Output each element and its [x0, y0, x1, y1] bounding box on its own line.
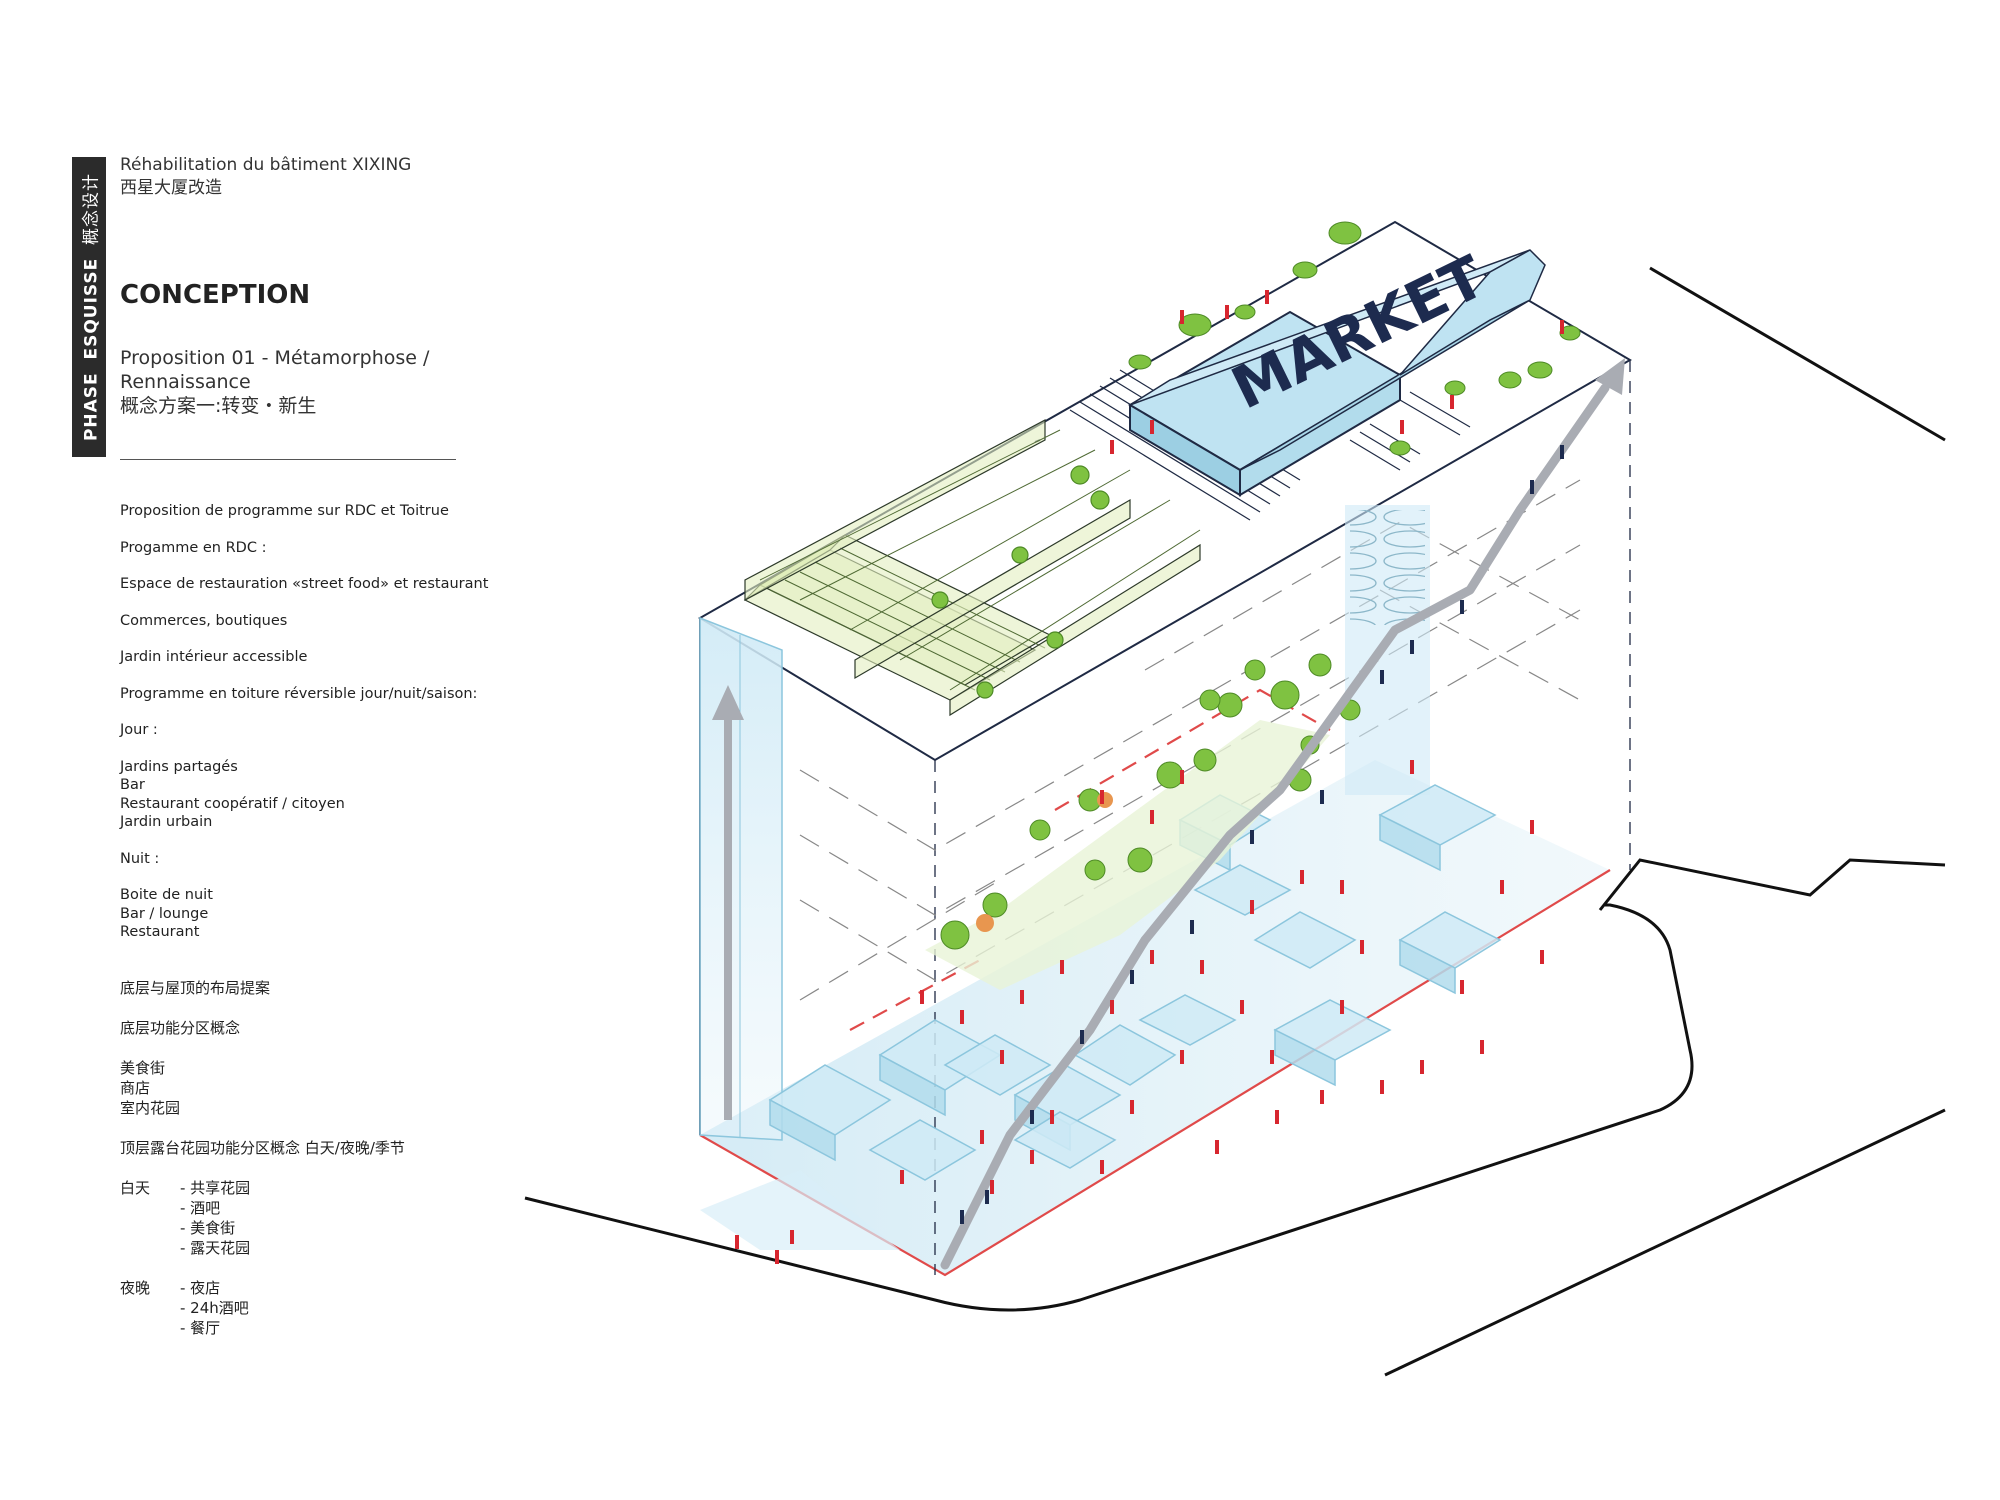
roof-greenhouses — [743, 419, 1201, 717]
nuit-item: Bar / lounge — [120, 905, 209, 922]
jour-item: Jardin urbain — [120, 814, 213, 830]
zh-night-item: - 餐厅 — [180, 1319, 221, 1337]
zh-rdc-item: 美食街 — [120, 1059, 166, 1077]
zh-day-item: - 共享花园 — [180, 1179, 251, 1197]
proposition-line2: Rennaissance — [120, 371, 251, 393]
people-red — [735, 290, 1564, 1264]
side-tab-phase: PHASE — [81, 372, 102, 442]
nuit-item: Boite de nuit — [120, 887, 213, 903]
zh-day-label: 白天 — [120, 1179, 151, 1197]
project-title-fr: Réhabilitation du bâtiment XIXING — [120, 155, 412, 175]
zh-day-item: - 酒吧 — [180, 1199, 221, 1217]
proposition-line1: Proposition 01 - Métamorphose / — [120, 347, 430, 369]
ground-floor-plate — [699, 688, 1611, 1277]
circulation-arrow — [940, 358, 1625, 1270]
zh-day-item: - 美食街 — [180, 1219, 236, 1237]
project-title-zh: 西星大厦改造 — [120, 178, 222, 198]
program-item: Progamme en RDC : — [120, 539, 267, 556]
zh-zoning-concept: 底层功能分区概念 — [120, 1019, 241, 1037]
spiral-stair-shaft — [1345, 505, 1430, 795]
program-item: Espace de restauration «street food» et … — [120, 576, 489, 592]
side-tab-label: PHASE ESQUISSE 概念设计 — [77, 173, 102, 441]
proposition-block: Proposition 01 - Métamorphose / Rennaiss… — [120, 346, 480, 418]
zh-night-list: 夜晚 - 夜店 - 24h酒吧 - 餐厅 — [120, 1278, 500, 1338]
zh-rdc-list: 美食街 商店 室内花园 — [120, 1058, 500, 1118]
side-tab-esquisse: ESQUISSE — [81, 257, 102, 360]
zh-night-label: 夜晚 — [120, 1279, 151, 1297]
zh-day-item: - 露天花园 — [180, 1239, 251, 1257]
jour-item: Jardins partagés — [120, 758, 238, 775]
site-street-lines — [524, 266, 1946, 1377]
roof-trees — [1128, 221, 1581, 456]
program-item: Programme en toiture réversible jour/nui… — [120, 685, 478, 702]
nuit-item: Restaurant — [120, 924, 200, 940]
zh-rdc-item: 室内花园 — [120, 1099, 181, 1117]
program-list: Proposition de programme sur RDC et Toit… — [120, 502, 500, 942]
zh-night-item: - 24h酒吧 — [180, 1299, 249, 1317]
program-item: Jardin intérieur accessible — [120, 649, 308, 665]
program-item: Proposition de programme sur RDC et Toit… — [120, 503, 449, 519]
people-navy — [960, 445, 1564, 1224]
zh-day-list: 白天 - 共享花园 - 酒吧 - 美食街 - 露天花园 — [120, 1178, 500, 1258]
phase-side-tab: PHASE ESQUISSE 概念设计 — [72, 157, 106, 457]
zh-layout-proposal: 底层与屋顶的布局提案 — [120, 979, 271, 997]
zh-night-item: - 夜店 — [180, 1279, 221, 1297]
zh-roof-title: 顶层露台花园功能分区概念 白天/夜晚/季节 — [120, 1139, 405, 1157]
divider-line — [120, 459, 456, 460]
jour-item: Bar — [120, 777, 145, 793]
jour-item: Restaurant coopératif / citoyen — [120, 795, 345, 812]
proposition-line3: 概念方案一:转变・新生 — [120, 395, 317, 417]
side-tab-zh: 概念设计 — [81, 172, 102, 245]
section-title: CONCEPTION — [120, 280, 311, 310]
program-item: Jour : — [120, 722, 158, 738]
elevator-shaft — [699, 616, 783, 1141]
program-item: Commerces, boutiques — [120, 612, 288, 629]
nuit-label: Nuit : — [120, 850, 160, 867]
zh-rdc-item: 商店 — [120, 1079, 151, 1097]
axonometric-diagram: MARKET — [524, 220, 1946, 1377]
